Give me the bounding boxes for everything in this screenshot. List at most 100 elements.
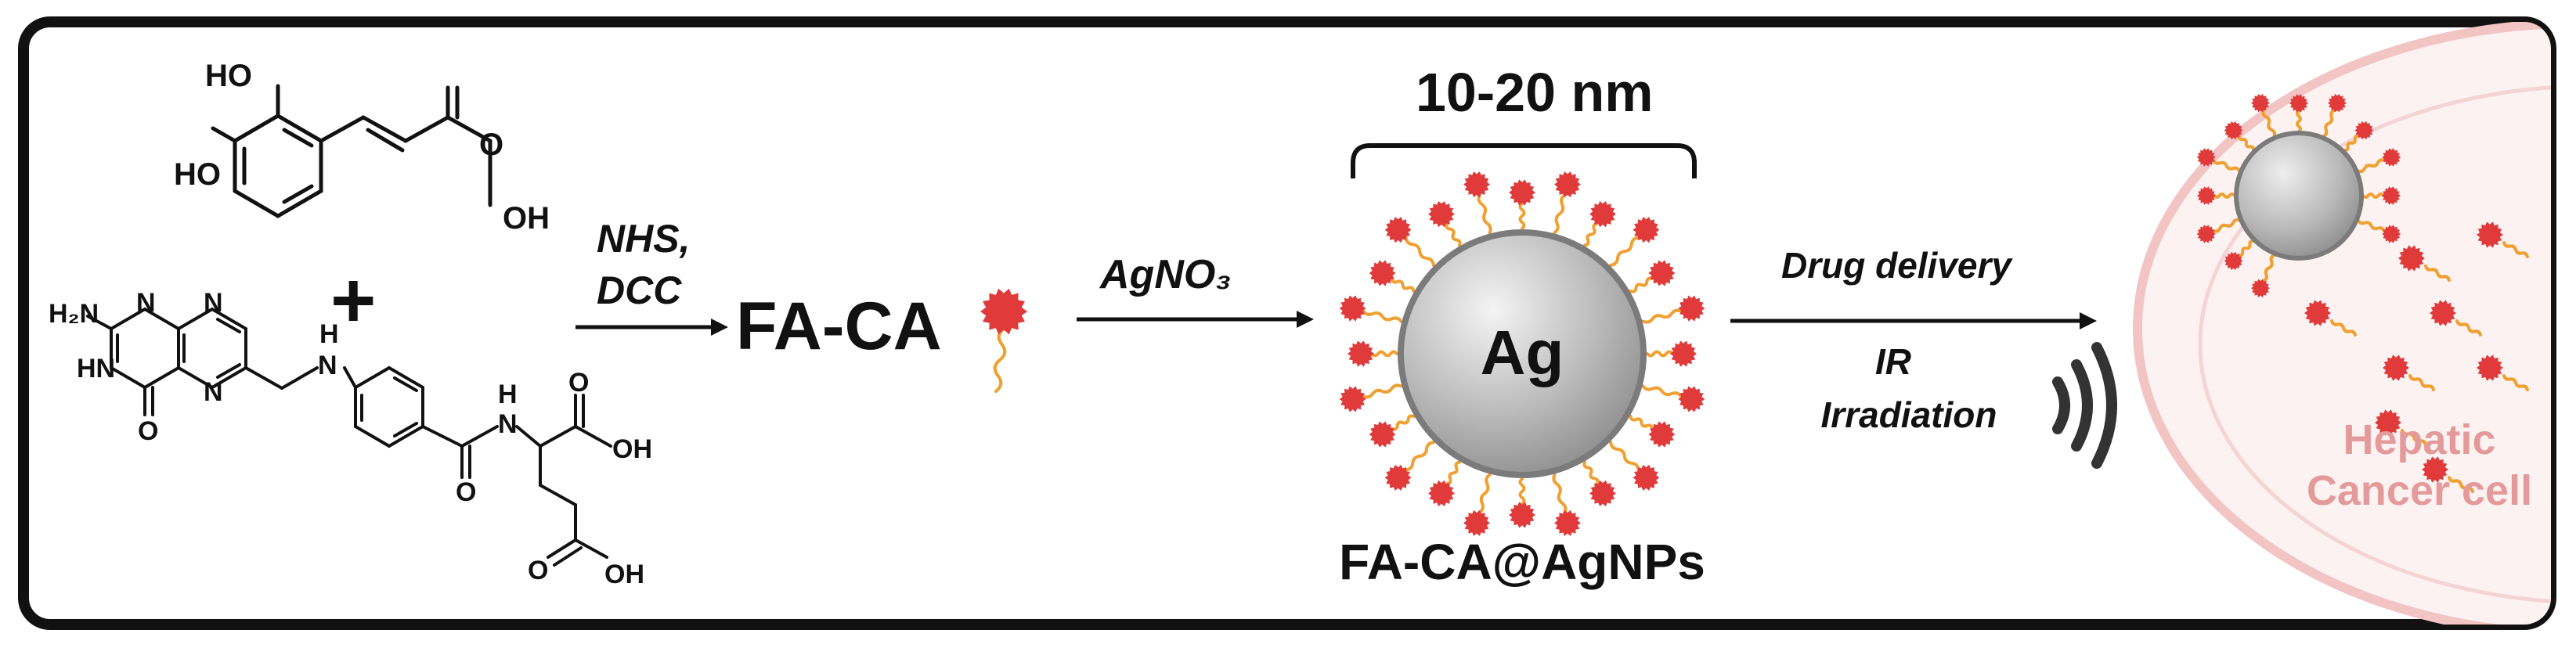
reagent-dcc: DCC — [597, 268, 682, 312]
linker — [2330, 319, 2357, 337]
ligand-ball — [1678, 295, 1705, 322]
folate-nh-h: H — [319, 319, 339, 349]
linker — [1362, 383, 1403, 399]
linker — [1646, 350, 1674, 358]
linker — [1629, 276, 1654, 293]
ligand-ball — [1428, 480, 1455, 506]
folate-amide-n: N — [498, 409, 518, 439]
released-ligands — [2304, 221, 2529, 493]
caffeic-oh: OH — [503, 201, 550, 236]
linker — [2502, 374, 2529, 391]
ligand-ball — [1384, 217, 1412, 243]
ligand-ball — [2289, 94, 2308, 113]
ligand-ball — [2382, 186, 2401, 205]
folate-n1: N — [136, 288, 156, 318]
ligand-ball — [1369, 421, 1396, 448]
linker — [1404, 236, 1435, 267]
reagent-agno3: AgNO₃ — [1099, 252, 1232, 297]
ligand-ball — [2398, 245, 2425, 272]
ligand-ball — [2196, 148, 2216, 167]
linker — [993, 327, 1007, 393]
linker — [1609, 441, 1640, 472]
plus-sign: + — [330, 257, 376, 344]
ligand-ball — [2422, 456, 2448, 483]
ligand-ball — [2224, 251, 2243, 271]
folate-hn: HN — [77, 354, 115, 383]
linker — [1583, 221, 1599, 247]
reaction-arrow-1 — [575, 319, 728, 336]
linker — [2212, 218, 2242, 233]
linker — [2356, 218, 2386, 233]
folate-o-ketone: O — [138, 416, 158, 446]
linker — [2356, 158, 2386, 174]
ligand-ball — [1348, 340, 1374, 367]
linker — [2361, 193, 2385, 199]
reagent-nhs: NHS, — [597, 217, 690, 261]
ligand-ball — [2251, 279, 2270, 297]
folate-n2: N — [204, 288, 223, 318]
linker — [2237, 239, 2255, 257]
caffeic-carbonyl-o: O — [479, 128, 503, 162]
linker — [1518, 202, 1526, 230]
linker — [2343, 134, 2361, 153]
folate-acid2-o: O — [528, 556, 548, 585]
reaction-arrow-2 — [1077, 311, 1314, 328]
ligand-ball — [1670, 340, 1697, 367]
linker — [1609, 236, 1640, 267]
ligand-ball — [2304, 300, 2331, 326]
folate-n3: N — [204, 377, 223, 407]
linker — [1582, 460, 1600, 486]
folate-amide-o: O — [456, 477, 476, 507]
linker — [2502, 241, 2529, 258]
ligand-ball — [2354, 121, 2374, 140]
cell-label-line1: Hepatic — [2343, 416, 2495, 463]
linker — [2424, 265, 2451, 282]
ligand-ball — [2382, 225, 2401, 243]
ligand-ball — [1463, 509, 1490, 536]
ligand-ball — [1509, 502, 1535, 528]
linker — [1370, 350, 1398, 358]
ligand-ball — [2477, 221, 2503, 248]
cell-label-line2: Cancer cell — [2307, 467, 2532, 514]
folate-amide-h: H — [498, 380, 518, 409]
ligand-ball — [2477, 355, 2503, 381]
linker — [1390, 277, 1416, 293]
ligand-ball — [1369, 260, 1396, 286]
delivery-arrow — [1730, 312, 2097, 329]
ligand-ball — [1384, 464, 1412, 491]
linker — [2213, 193, 2236, 199]
ligand-ball — [1463, 171, 1490, 198]
ligand-ball — [2430, 300, 2456, 326]
ligand-ball — [1509, 179, 1535, 206]
linker — [2212, 158, 2242, 173]
ligand-ball — [1339, 386, 1366, 412]
ligand-ball — [1648, 421, 1676, 448]
cell-silver-core — [2234, 131, 2364, 261]
linker — [1477, 193, 1492, 235]
folate-acid2-oh: OH — [604, 560, 644, 589]
folate-acid1-o: O — [568, 368, 589, 398]
ligand-ball — [2197, 186, 2216, 205]
ligand-ball — [2196, 225, 2216, 243]
nanoparticle-name: FA-CA@AgNPs — [1339, 534, 1705, 590]
folate-h2n: H₂N — [49, 299, 99, 329]
linker — [1390, 414, 1416, 431]
ligand-ball — [1339, 295, 1366, 322]
ligand-ball — [2224, 121, 2243, 140]
folate-acid-structure — [86, 307, 612, 567]
red-spiky-ball-icon — [980, 288, 1027, 393]
linker — [1518, 477, 1526, 506]
drug-delivery-label: Drug delivery — [1781, 245, 2013, 286]
linker — [1641, 384, 1683, 398]
ligand-ball — [1554, 509, 1581, 536]
caffeic-acid-structure — [211, 84, 492, 218]
ligand-ball — [1633, 217, 1660, 243]
linker — [2322, 109, 2336, 139]
linker — [1477, 473, 1492, 514]
linker — [1629, 415, 1654, 430]
ligand-ball — [1648, 260, 1676, 286]
fa-ca-agnp — [1339, 171, 1705, 536]
linker — [2455, 319, 2482, 337]
ligand-ball — [1678, 386, 1705, 412]
